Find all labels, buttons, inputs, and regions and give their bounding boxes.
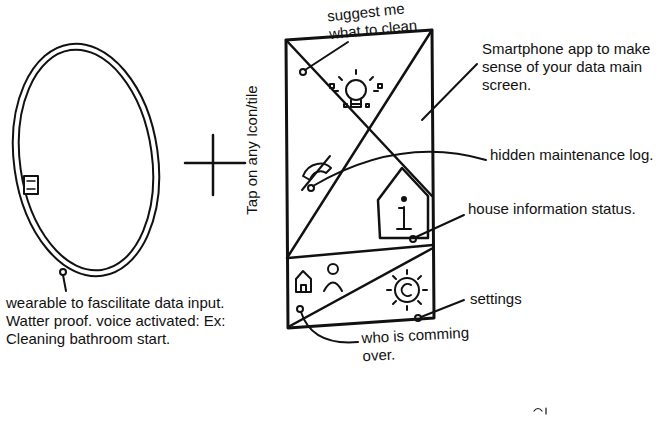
callout-label: Smartphone app to make sense of your dat… [482,40,652,94]
tile-divider [290,248,433,326]
lightbulb-icon [330,70,382,107]
leader-line [416,215,464,237]
wearable-band-inner [5,41,167,279]
visitor-icon [296,264,342,292]
callout-label: settings [470,290,590,308]
leader-line [301,312,358,342]
leader-line [313,152,486,186]
house-info-icon [378,168,428,238]
leader-line [305,42,348,70]
leader-dot [297,306,303,312]
callout-label: wearable to fascilitate data input. Watt… [6,294,268,348]
plus-sign [185,135,245,195]
leader-dot [415,315,421,321]
phone-screen [286,30,434,328]
callout-label: Tap on any Icon/tile [243,30,261,270]
leader-line [422,64,477,120]
callout-label: who is comming over. [361,323,485,365]
leader-line [63,275,66,291]
tile-divider [287,30,432,258]
callout-label: house information status. [468,200,660,218]
wearable-clasp [24,176,38,194]
tile-divider [288,245,433,258]
leader-line [421,300,464,317]
clasp-detail [27,181,35,189]
callout-label: suggest me what to clean [326,0,433,43]
settings-gear-icon [387,270,427,310]
wearable-band [0,34,174,286]
tile-divider [286,40,432,196]
page-mark [534,408,546,414]
callout-label: hidden maintenance log. [490,146,664,164]
